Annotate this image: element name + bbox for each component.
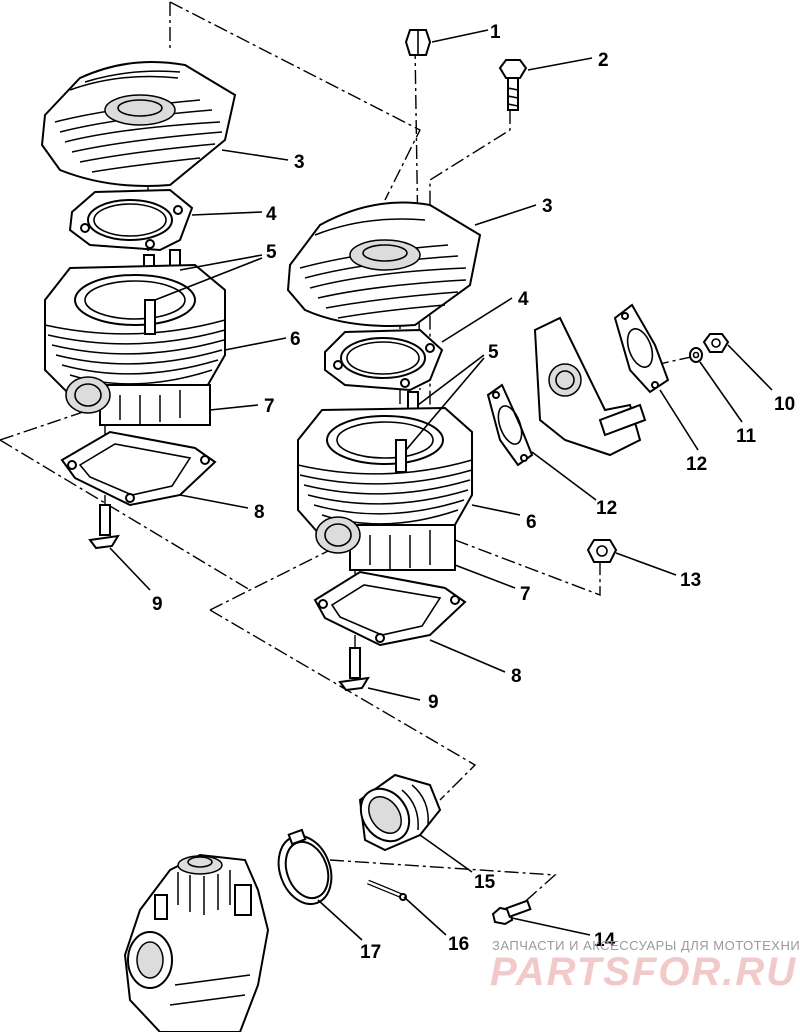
callout-2: 2 <box>598 50 609 71</box>
callout-labels: 1 2 3 3 4 4 5 5 6 6 7 7 8 8 9 9 10 11 12… <box>152 22 795 963</box>
callout-7-right: 7 <box>520 584 531 605</box>
stud-9-right <box>338 647 370 692</box>
callout-10: 10 <box>774 394 795 415</box>
callout-4-right: 4 <box>518 289 529 310</box>
callout-4-left: 4 <box>266 204 277 225</box>
bolt-2 <box>498 59 528 111</box>
callout-3-left: 3 <box>294 152 305 173</box>
stud-9-left <box>88 504 120 550</box>
cylinder-right <box>297 391 473 571</box>
screw-14 <box>491 899 532 926</box>
clamp-17 <box>277 828 333 905</box>
exhaust-mount-plate <box>533 316 647 457</box>
callout-9-left: 9 <box>152 594 163 615</box>
callout-6-left: 6 <box>290 329 301 350</box>
callout-5-left: 5 <box>266 242 277 263</box>
carburetor <box>123 853 270 1032</box>
callout-12-lower: 12 <box>596 498 617 519</box>
pin-16 <box>367 879 407 901</box>
callout-17: 17 <box>360 942 381 963</box>
callout-3-right: 3 <box>542 196 553 217</box>
callout-7-left: 7 <box>264 396 275 417</box>
callout-14: 14 <box>594 930 616 951</box>
cylinder-left <box>44 249 226 426</box>
watermark-tagline: ЗАПЧАСТИ И АКСЕССУАРЫ ДЛЯ МОТОТЕХНИКИ <box>492 938 800 953</box>
leader-lines <box>109 29 773 941</box>
base-gasket-left <box>60 430 217 507</box>
cylinder-head-left <box>40 61 237 187</box>
callout-16: 16 <box>448 934 469 955</box>
watermark-logo: PARTSFOR.RU <box>490 950 797 994</box>
callout-6-right: 6 <box>526 512 537 533</box>
callout-12-upper: 12 <box>686 454 707 475</box>
washer-11 <box>689 347 703 363</box>
intake-boot-15 <box>358 773 442 852</box>
callout-15: 15 <box>474 872 496 893</box>
head-gasket-right <box>324 328 444 392</box>
nut-10 <box>702 333 730 353</box>
callout-8-left: 8 <box>254 502 265 523</box>
cylinder-head-right <box>286 201 482 327</box>
callout-1: 1 <box>490 22 501 43</box>
callout-11: 11 <box>736 426 757 447</box>
callout-13: 13 <box>680 570 701 591</box>
base-gasket-right <box>313 570 467 647</box>
callout-8-right: 8 <box>511 666 522 687</box>
callout-9-right: 9 <box>428 692 439 713</box>
head-gasket-left <box>68 188 194 252</box>
watermark: ЗАПЧАСТИ И АКСЕССУАРЫ ДЛЯ МОТОТЕХНИКИ PA… <box>490 938 800 994</box>
exhaust-gasket-12-lower <box>486 383 534 467</box>
nut-13 <box>586 539 618 563</box>
nut-1 <box>404 29 432 56</box>
callout-5-right: 5 <box>488 342 499 363</box>
exhaust-gasket-12-upper <box>613 303 670 394</box>
